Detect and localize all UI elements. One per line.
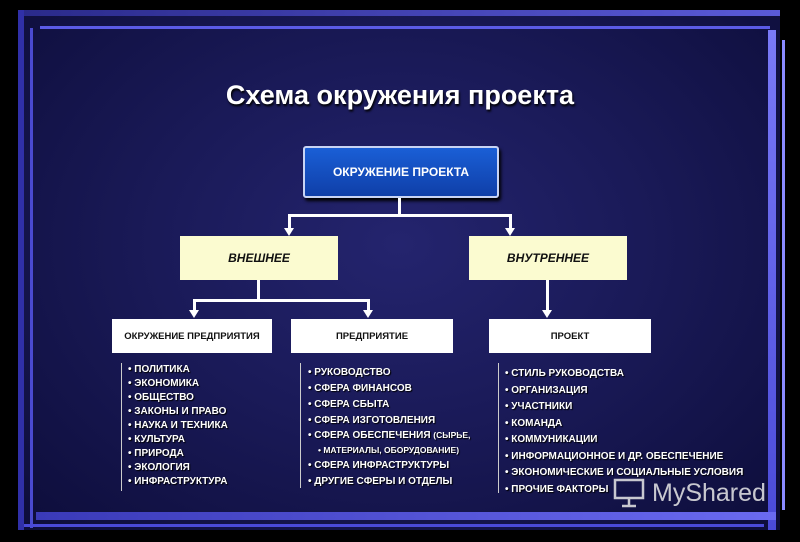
level2-bus [288, 214, 512, 217]
root-node: ОКРУЖЕНИЕ ПРОЕКТА [303, 146, 499, 198]
internal-stem [546, 280, 549, 312]
right-frame-bar [768, 30, 776, 530]
list2-divider [300, 363, 301, 488]
list-item: КОМАНДА [505, 416, 743, 433]
list3-divider [498, 363, 499, 493]
bottom-frame-bar [36, 512, 776, 520]
top-frame-bar [18, 10, 780, 16]
top-frame-accent [40, 26, 770, 29]
list-item: СФЕРА ИНФРАСТРУКТУРЫ [308, 458, 470, 474]
presentation-icon [613, 478, 645, 508]
list-item: ПОЛИТИКА [128, 363, 228, 377]
supply-sub1: (СЫРЬЕ, [433, 430, 471, 440]
list1-divider [121, 363, 122, 491]
right-frame-accent [782, 40, 785, 510]
bottom-frame-accent [24, 524, 764, 527]
right-arrow [505, 228, 515, 236]
list-item: ПРИРОДА [128, 447, 228, 461]
list-item: ДРУГИЕ СФЕРЫ И ОТДЕЛЫ [308, 474, 470, 490]
internal-node: ВНУТРЕННЕЕ [469, 236, 627, 280]
root-stem [398, 198, 401, 215]
list-item: ЭКОНОМИКА [128, 377, 228, 391]
project-node: ПРОЕКТ [489, 319, 651, 353]
list-item: ЭКОНОМИЧЕСКИЕ И СОЦИАЛЬНЫЕ УСЛОВИЯ [505, 465, 743, 482]
enterprise-factors-list: РУКОВОДСТВО СФЕРА ФИНАНСОВ СФЕРА СБЫТА С… [308, 365, 470, 490]
level3-bus [193, 299, 369, 302]
list-item: ОРГАНИЗАЦИЯ [505, 383, 743, 400]
env-drop [193, 299, 196, 312]
left-frame-bar [18, 10, 24, 530]
external-factors-list: ПОЛИТИКА ЭКОНОМИКА ОБЩЕСТВО ЗАКОНЫ И ПРА… [128, 363, 228, 489]
list-item: НАУКА И ТЕХНИКА [128, 419, 228, 433]
external-stem [257, 280, 260, 300]
list-item: ОБЩЕСТВО [128, 391, 228, 405]
list-item: ЭКОЛОГИЯ [128, 461, 228, 475]
list-item: ИНФОРМАЦИОННОЕ И ДР. ОБЕСПЕЧЕНИЕ [505, 449, 743, 466]
enterprise-drop [367, 299, 370, 312]
enterprise-environment-node: ОКРУЖЕНИЕ ПРЕДПРИЯТИЯ [112, 319, 272, 353]
list-item: СФЕРА СБЫТА [308, 397, 470, 413]
list-item-supply: СФЕРА ОБЕСПЕЧЕНИЯ (СЫРЬЕ, [308, 429, 470, 442]
list-item: ЗАКОНЫ И ПРАВО [128, 405, 228, 419]
list-item: ИНФРАСТРУКТУРА [128, 475, 228, 489]
project-factors-list: СТИЛЬ РУКОВОДСТВА ОРГАНИЗАЦИЯ УЧАСТНИКИ … [505, 366, 743, 498]
supply-main: СФЕРА ОБЕСПЕЧЕНИЯ [314, 430, 431, 441]
list-item: КОММУНИКАЦИИ [505, 432, 743, 449]
env-arrow [189, 310, 199, 318]
list-item: ПРОЧИЕ ФАКТОРЫ [505, 482, 743, 499]
list-item: КУЛЬТУРА [128, 433, 228, 447]
list-item: СФЕРА ФИНАНСОВ [308, 381, 470, 397]
left-drop [288, 214, 291, 229]
list-item: РУКОВОДСТВО [308, 365, 470, 381]
external-node: ВНЕШНЕЕ [180, 236, 338, 280]
list-item: СТИЛЬ РУКОВОДСТВА [505, 366, 743, 383]
enterprise-arrow [363, 310, 373, 318]
watermark-text: MyShared [652, 478, 766, 507]
enterprise-node: ПРЕДПРИЯТИЕ [291, 319, 453, 353]
left-frame-accent [30, 28, 33, 528]
diagram-title: Схема окружения проекта [225, 80, 575, 110]
project-arrow [542, 310, 552, 318]
list-item: СФЕРА ИЗГОТОВЛЕНИЯ [308, 413, 470, 429]
left-arrow [284, 228, 294, 236]
list-item: УЧАСТНИКИ [505, 399, 743, 416]
right-drop [509, 214, 512, 229]
supply-sub2: МАТЕРИАЛЫ, ОБОРУДОВАНИЕ) [308, 442, 470, 458]
watermark: MyShared [612, 478, 766, 508]
